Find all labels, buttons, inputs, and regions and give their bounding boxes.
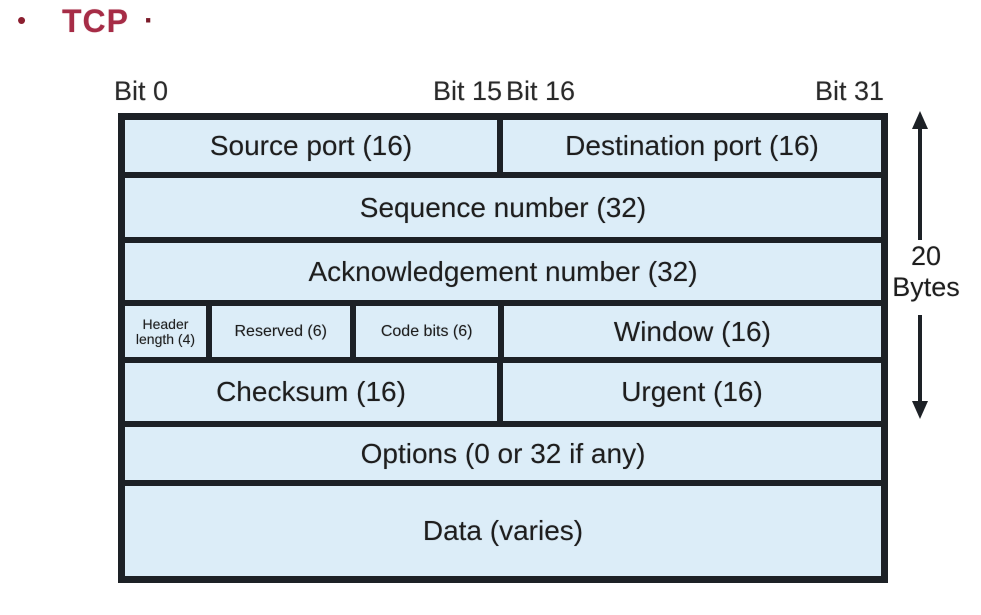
table-row: Sequence number (32) [125,178,881,243]
bit-label-16: Bit 16 [506,76,576,106]
field-sequence-number: Sequence number (32) [125,178,881,237]
field-checksum: Checksum (16) [125,363,503,421]
field-data: Data (varies) [125,486,881,576]
table-row: Source port (16) Destination port (16) [125,120,881,178]
size-span-arrow [912,111,928,419]
tcp-header-table: Source port (16) Destination port (16) S… [118,113,888,583]
field-acknowledgement-number: Acknowledgement number (32) [125,243,881,300]
arrow-down-icon [912,315,928,419]
bit-label-15: Bit 15 [432,76,502,106]
field-header-length: Header length (4) [125,306,212,357]
size-annotation: 20 Bytes [882,241,970,303]
bit-label-31: Bit 31 [814,76,884,106]
table-row: Acknowledgement number (32) [125,243,881,306]
field-options: Options (0 or 32 if any) [125,427,881,480]
page-title: TCP [62,3,129,39]
bit-label-0: Bit 0 [114,76,169,106]
size-annotation-value: 20 [910,241,942,271]
field-window: Window (16) [503,306,881,357]
field-source-port: Source port (16) [125,120,503,172]
field-code-bits: Code bits (6) [355,306,504,357]
table-row: Data (varies) [125,486,881,576]
title-dot-icon: · [144,4,154,37]
field-urgent: Urgent (16) [503,363,881,421]
table-row: Options (0 or 32 if any) [125,427,881,486]
size-annotation-unit: Bytes [892,272,960,302]
field-destination-port: Destination port (16) [503,120,881,172]
table-row: Header length (4) Reserved (6) Code bits… [125,306,881,363]
arrow-up-icon [912,111,928,240]
bullet-icon: • [17,5,27,35]
table-row: Checksum (16) Urgent (16) [125,363,881,427]
field-reserved: Reserved (6) [211,306,356,357]
